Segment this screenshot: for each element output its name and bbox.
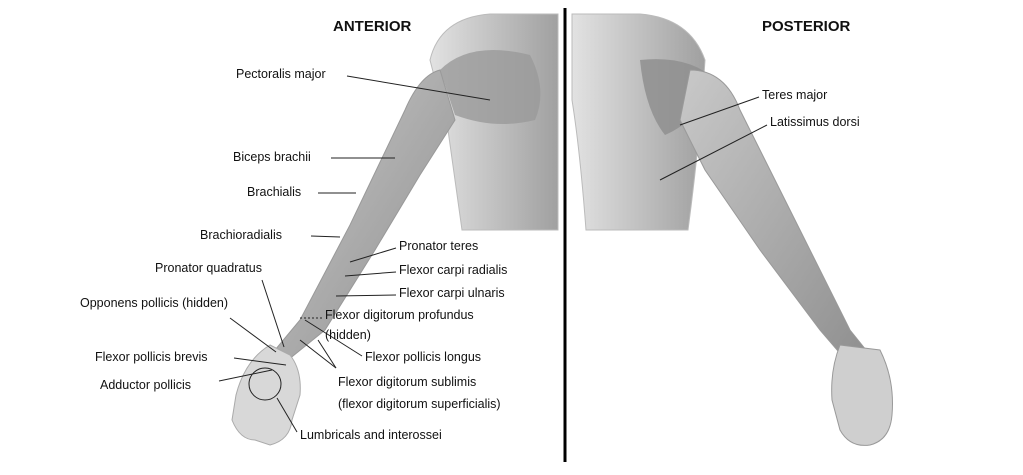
label-lumbricals-interossei: Lumbricals and interossei <box>300 428 442 442</box>
leader-lines <box>218 75 768 433</box>
label-flexor-pollicis-brevis: Flexor pollicis brevis <box>95 350 208 364</box>
label-flexor-carpi-radialis: Flexor carpi radialis <box>399 263 508 277</box>
pectoralis-shape <box>440 50 541 124</box>
label-flexor-digitorum-profundus: Flexor digitorum profundus <box>325 308 474 322</box>
label-flexor-digitorum-sublimis: Flexor digitorum sublimis <box>338 375 477 389</box>
label-biceps-brachii: Biceps brachii <box>233 150 311 164</box>
posterior-header: POSTERIOR <box>762 18 851 35</box>
label-pronator-quadratus: Pronator quadratus <box>155 261 263 275</box>
label-pectoralis-major: Pectoralis major <box>236 67 326 81</box>
posterior-arm <box>679 69 871 366</box>
label-teres-major: Teres major <box>762 88 828 102</box>
label-flexor-pollicis-longus: Flexor pollicis longus <box>365 350 482 364</box>
anterior-hand <box>231 344 301 446</box>
label-flexor-digitorum-superficialis: (flexor digitorum superficialis) <box>338 397 501 411</box>
label-pronator-teres: Pronator teres <box>399 239 479 253</box>
label-flexor-carpi-ulnaris: Flexor carpi ulnaris <box>399 286 505 300</box>
anterior-arm <box>274 69 456 361</box>
label-brachioradialis: Brachioradialis <box>200 228 282 242</box>
label-flexor-digitorum-profundus-hidden: (hidden) <box>325 328 371 342</box>
posterior-hand <box>831 344 893 446</box>
label-latissimus-dorsi: Latissimus dorsi <box>770 115 860 129</box>
anterior-header: ANTERIOR <box>333 18 412 35</box>
label-brachialis: Brachialis <box>247 185 302 199</box>
label-opponens-pollicis: Opponens pollicis (hidden) <box>80 296 229 310</box>
label-adductor-pollicis: Adductor pollicis <box>100 378 192 392</box>
